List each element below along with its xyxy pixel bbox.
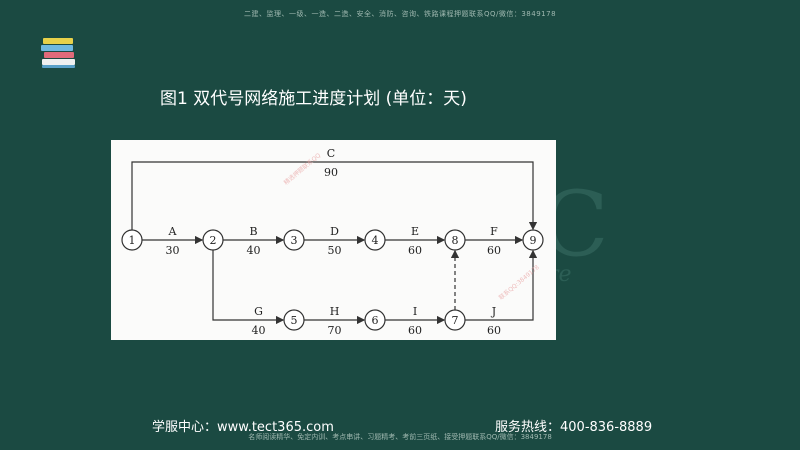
activity-duration: 40 [247, 244, 261, 257]
node-label: 6 [372, 314, 379, 327]
activity-name: A [168, 225, 178, 238]
footer-small-text: 名师阅读精华、免定内训、考点串讲、习题精考、考前三页纸、接受押题联系QQ/微信：… [248, 433, 552, 441]
node-label: 9 [530, 234, 537, 247]
hotline-text: 服务热线：400-836-8889 [495, 420, 653, 435]
watermark: 联系QQ:3849178 [497, 263, 541, 302]
service-center-text: 学服中心：www.tect365.com [152, 420, 334, 435]
top-banner: 二建、监理、一级、一造、二造、安全、消防、咨询、铁路课程押题联系QQ/微信：38… [243, 10, 557, 18]
activity-name: H [330, 305, 340, 318]
node-8: 8 [444, 229, 466, 251]
activity-arrow-G [212, 250, 285, 325]
activity-duration: 40 [252, 324, 266, 337]
activity-name: I [413, 305, 417, 318]
activity-duration: 50 [328, 244, 342, 257]
activity-arrow-C [131, 161, 538, 231]
activity-name: D [330, 225, 339, 238]
activity-duration: 60 [408, 324, 422, 337]
activity-name: G [254, 305, 263, 318]
node-9: 9 [522, 229, 544, 251]
books-icon [41, 38, 75, 68]
activity-duration: 30 [166, 244, 180, 257]
node-label: 3 [291, 234, 298, 247]
activity-duration: 70 [328, 324, 342, 337]
activity-name: F [490, 225, 498, 238]
activity-duration: 60 [487, 324, 501, 337]
node-1: 1 [121, 229, 143, 251]
node-4: 4 [364, 229, 386, 251]
activity-name: E [411, 225, 419, 238]
node-2: 2 [202, 229, 224, 251]
activity-duration: 60 [487, 244, 501, 257]
activity-arrow-J [465, 249, 538, 321]
activity-name: B [249, 225, 257, 238]
node-label: 4 [372, 234, 379, 247]
activity-duration: 60 [408, 244, 422, 257]
node-label: 2 [210, 234, 217, 247]
node-label: 8 [452, 234, 459, 247]
node-label: 5 [291, 314, 298, 327]
node-3: 3 [283, 229, 305, 251]
node-6: 6 [364, 309, 386, 331]
watermark: 精选押题联系QQ [282, 151, 322, 187]
activity-duration: 90 [324, 166, 338, 179]
node-5: 5 [283, 309, 305, 331]
activity-name: J [491, 305, 496, 318]
activity-name: C [327, 147, 335, 160]
slide-title: 图1 双代号网络施工进度计划 (单位：天) [160, 89, 467, 109]
node-label: 7 [452, 314, 459, 327]
node-label: 1 [129, 234, 136, 247]
node-7: 7 [444, 309, 466, 331]
